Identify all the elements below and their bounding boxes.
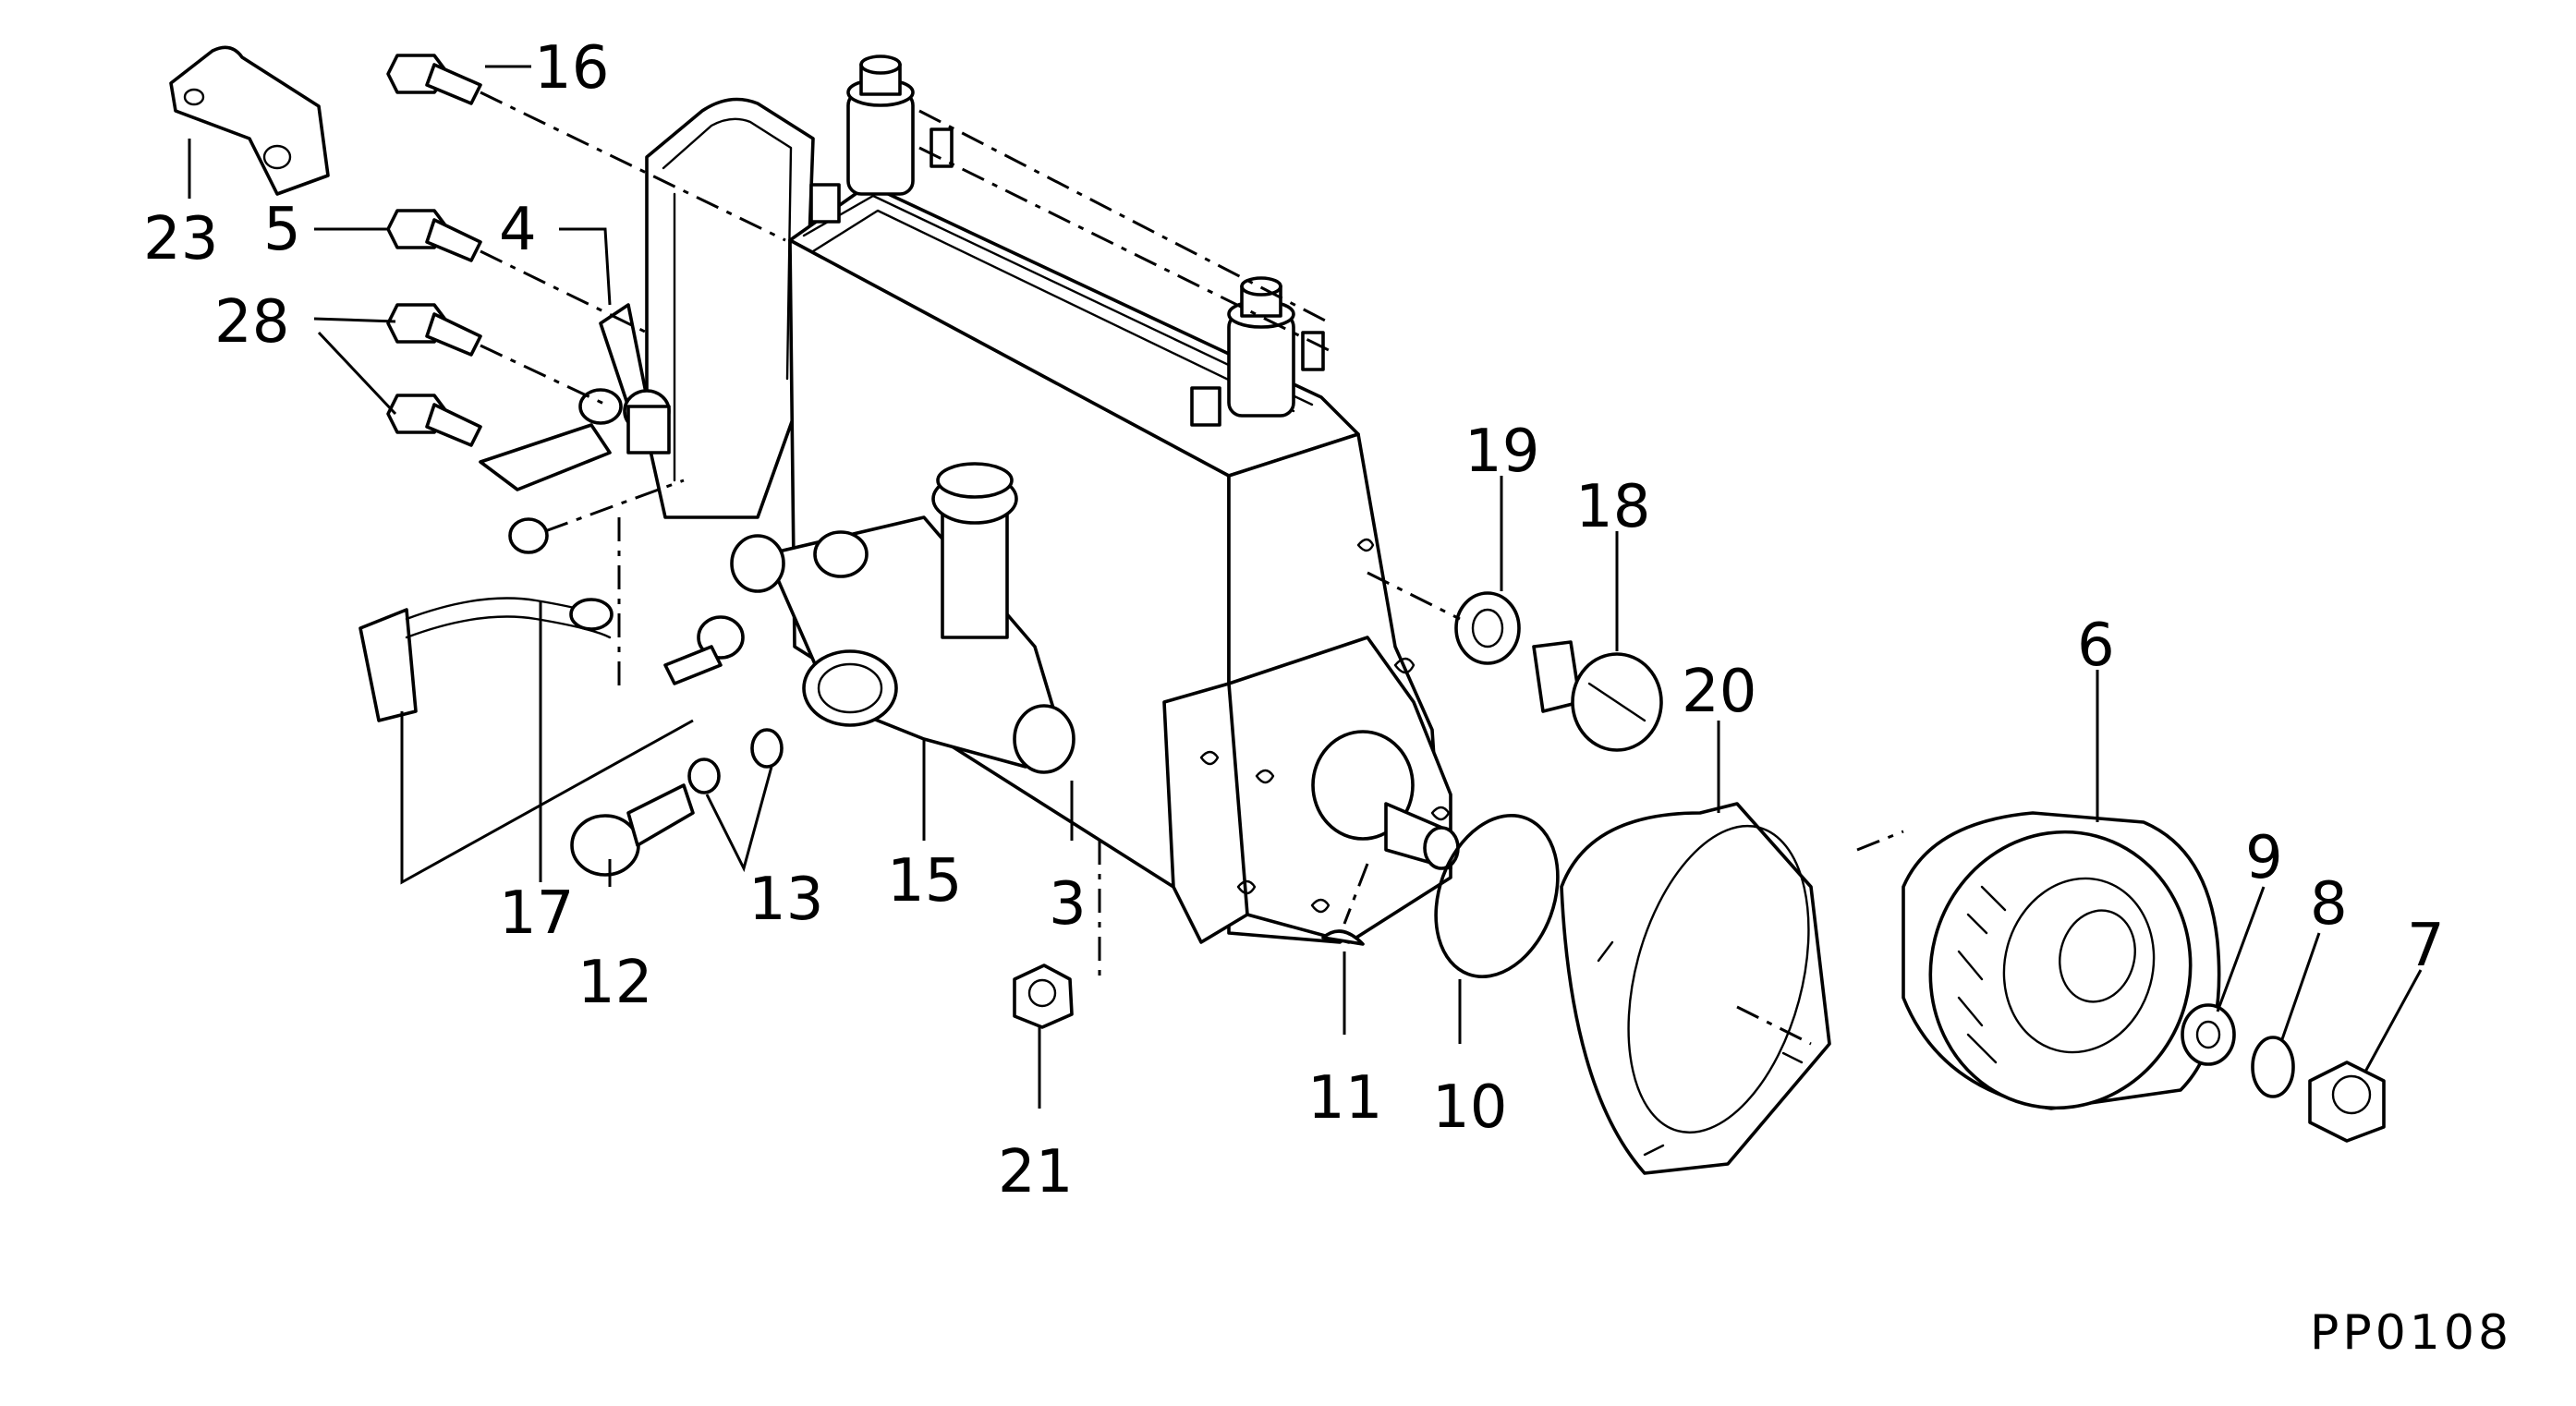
woodruff-key-11 [1321,929,1365,946]
figure-code: PP0108 [2310,1305,2512,1361]
callout-17: 17 [499,879,574,948]
banjo-bolt-12 [570,783,695,877]
callout-3: 3 [1049,870,1087,939]
washer-19 [1454,591,1521,665]
nut-21 [1013,964,1074,1029]
callout-11: 11 [1307,1064,1382,1133]
callout-16: 16 [534,34,609,103]
washer-13b [750,728,784,769]
bolt-16 [386,54,482,105]
bolt-28a [386,303,482,357]
callout-19: 19 [1464,418,1539,486]
callout-28: 28 [214,288,289,357]
gear-case-20 [1560,802,1831,1175]
stud [663,615,745,685]
callout-15: 15 [887,847,962,915]
callout-23: 23 [143,205,218,273]
delivery-valve-holders [809,55,1325,427]
callout-4: 4 [499,196,537,264]
bracket-23 [169,45,330,196]
leader-lines [188,65,2423,1109]
washer-13a [687,758,721,794]
callout-6: 6 [2077,612,2115,680]
callout-7: 7 [2407,912,2445,980]
callout-13: 13 [748,866,823,934]
nut-17 [508,517,549,554]
cable-bracket [358,597,614,722]
o-ring-8 [2251,1036,2295,1098]
washer-9 [2181,1003,2236,1066]
stop-lever [479,303,671,491]
bolt-5 [386,209,482,262]
bolt-28b [386,394,482,447]
timer-gear-6 [1902,811,2221,1110]
callout-20: 20 [1682,658,1756,726]
callout-5: 5 [263,196,301,264]
callout-9: 9 [2245,824,2283,892]
drive-shaft [1311,730,1460,870]
o-ring-10 [1434,814,1560,978]
callout-21: 21 [998,1138,1073,1206]
callout-8: 8 [2310,870,2348,939]
nut-7 [2308,1061,2386,1143]
callout-10: 10 [1432,1073,1507,1142]
plug-18 [1532,640,1663,752]
callout-18: 18 [1575,473,1650,541]
callout-12: 12 [577,949,652,1017]
callout-labels: 23 16 5 4 28 19 18 20 6 9 8 7 17 12 13 1… [143,34,2445,1206]
feed-pump [730,462,1075,774]
